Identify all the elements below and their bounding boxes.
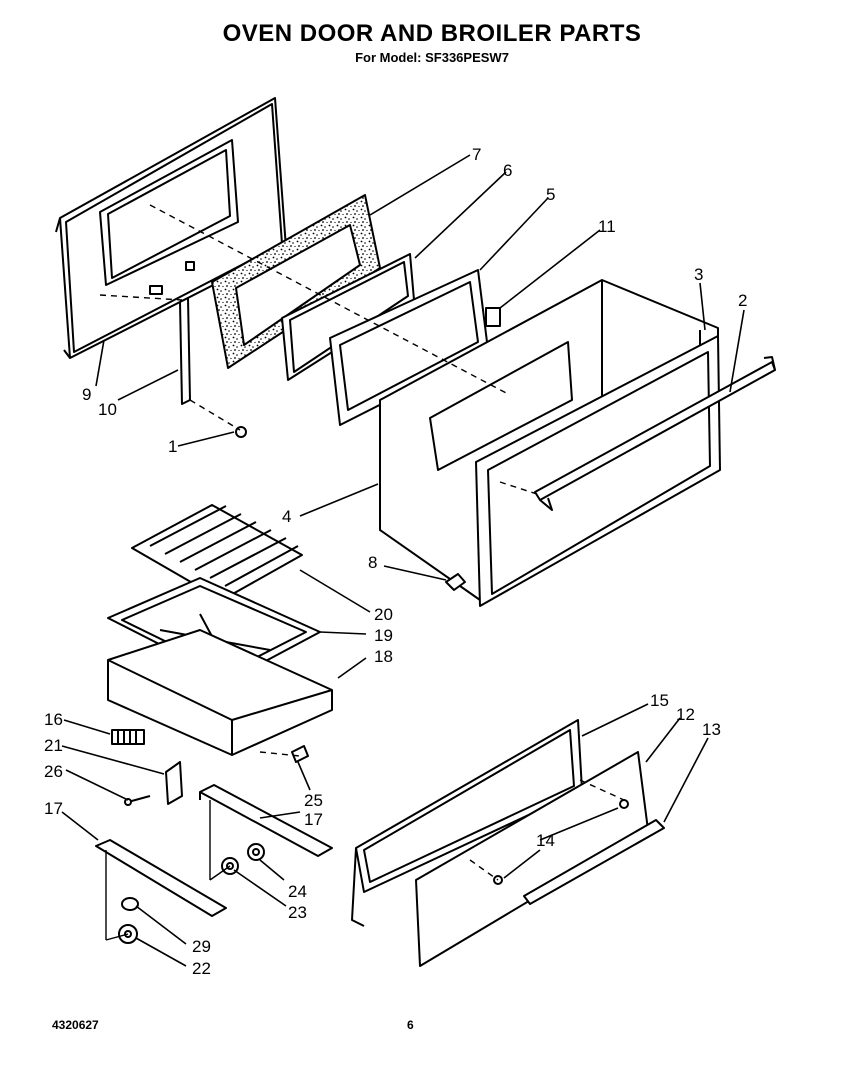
callout-22: 22 — [192, 959, 211, 978]
callout-15: 15 — [650, 691, 669, 710]
drawer-inner-panel — [351, 719, 583, 927]
callout-17-right: 17 — [304, 810, 323, 829]
door-front-frame — [475, 335, 721, 607]
callout-10: 10 — [98, 400, 117, 419]
roller-24 — [247, 843, 265, 861]
document-number: 4320627 — [52, 1018, 99, 1032]
door-handle — [534, 356, 776, 511]
callout-23: 23 — [288, 903, 307, 922]
callout-14: 14 — [536, 831, 555, 850]
model-subtitle: For Model: SF336PESW7 — [355, 50, 509, 65]
broiler-latch — [165, 761, 183, 805]
callout-2: 2 — [738, 291, 747, 310]
page-number: 6 — [407, 1018, 414, 1032]
callout-16: 16 — [44, 710, 63, 729]
callout-25: 25 — [304, 791, 323, 810]
callout-7: 7 — [472, 145, 481, 164]
broiler-rail-right — [199, 784, 333, 857]
callout-9: 9 — [82, 385, 91, 404]
callout-20: 20 — [374, 605, 393, 624]
callout-26: 26 — [44, 762, 63, 781]
broiler-spring — [111, 729, 145, 745]
broiler-drawer-body — [107, 629, 333, 756]
callout-12: 12 — [676, 705, 695, 724]
door-side-trim — [179, 297, 191, 405]
callout-1: 1 — [168, 437, 177, 456]
callout-24: 24 — [288, 882, 307, 901]
door-bracket-small — [485, 307, 501, 327]
callout-18: 18 — [374, 647, 393, 666]
callout-4: 4 — [282, 507, 291, 526]
roller-29 — [121, 897, 139, 911]
hinge-clip — [445, 573, 466, 591]
page-title: OVEN DOOR AND BROILER PARTS — [222, 20, 642, 47]
rail-clip — [291, 745, 309, 763]
callout-6: 6 — [503, 161, 512, 180]
callout-21: 21 — [44, 736, 63, 755]
broiler-rail-left — [95, 839, 227, 917]
drawer-handle — [523, 819, 665, 905]
callout-29: 29 — [192, 937, 211, 956]
callout-13: 13 — [702, 720, 721, 739]
callout-17-left: 17 — [44, 799, 63, 818]
callout-5: 5 — [546, 185, 555, 204]
callout-19: 19 — [374, 626, 393, 645]
callout-3: 3 — [694, 265, 703, 284]
callout-8: 8 — [368, 553, 377, 572]
broiler-grid — [131, 504, 303, 601]
latch-screw — [124, 795, 151, 806]
callout-11: 11 — [598, 217, 616, 236]
